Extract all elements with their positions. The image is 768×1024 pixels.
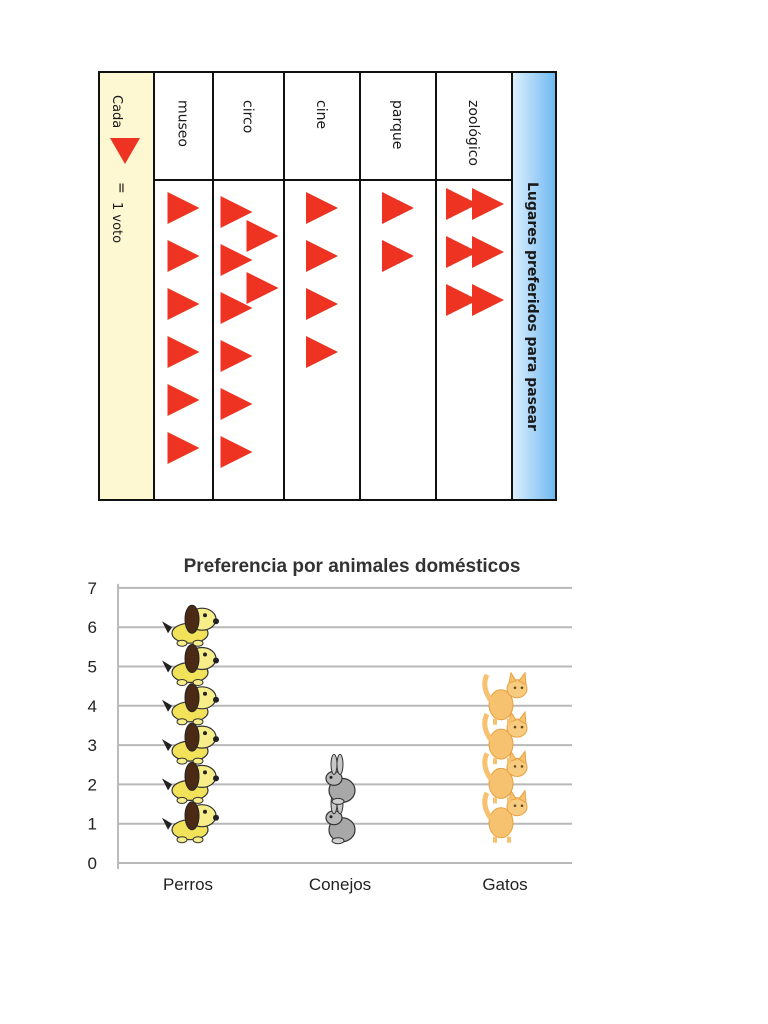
dog-icon: [162, 683, 219, 726]
y-tick-label: 2: [88, 775, 97, 794]
vote-triangle: [306, 240, 338, 272]
cat-icon: [482, 750, 528, 804]
vote-triangle: [306, 288, 338, 320]
rabbit-icon: [325, 753, 356, 805]
vote-triangle: [220, 388, 253, 420]
vote-triangle: [220, 292, 253, 324]
rabbit-icon-stack: [325, 753, 356, 845]
vote-triangle: [167, 288, 200, 320]
vote-triangle: [306, 192, 338, 224]
legend-equals: =: [113, 182, 129, 194]
vote-triangle: [446, 188, 478, 220]
pets-chart-title: Preferencia por animales domésticos: [184, 556, 521, 577]
vote-triangle: [167, 336, 200, 368]
vote-triangle: [446, 236, 478, 268]
dog-icon: [162, 761, 219, 804]
vote-triangle: [220, 196, 253, 228]
x-tick-label: Gatos: [482, 875, 527, 894]
dog-icon: [162, 722, 219, 765]
x-tick-label: Conejos: [309, 875, 371, 894]
vote-triangle: [246, 220, 279, 252]
category-label: circo: [240, 100, 256, 133]
vote-triangle: [167, 432, 200, 464]
vote-triangle: [472, 188, 504, 220]
y-tick-label: 0: [88, 854, 97, 873]
dog-icon: [162, 801, 219, 844]
chart-title: Lugares preferidos para pasear: [524, 182, 540, 431]
header-cell-3: [359, 71, 437, 181]
category-label: parque: [389, 100, 405, 149]
category-label: cine: [313, 100, 329, 129]
legend-prefix: Cada: [109, 95, 124, 128]
vote-triangle: [167, 384, 200, 416]
y-tick-label: 7: [88, 579, 97, 598]
header-cell-4: [435, 71, 513, 181]
vote-triangle: [446, 284, 478, 316]
legend-unit: 1 voto: [109, 202, 124, 243]
vote-triangle: [472, 284, 504, 316]
vote-triangle: [220, 436, 253, 468]
vote-triangle: [382, 192, 414, 224]
header-cell-1: [212, 71, 285, 181]
vote-triangle: [306, 336, 338, 368]
vote-triangle: [167, 240, 200, 272]
cat-icon: [482, 710, 528, 765]
vote-triangle: [167, 192, 200, 224]
category-label: museo: [175, 100, 191, 147]
x-tick-label: Perros: [163, 875, 213, 894]
dog-icon: [162, 644, 219, 686]
y-tick-label: 3: [88, 736, 97, 755]
legend-triangle-icon: [110, 138, 140, 164]
vote-triangle: [220, 340, 253, 372]
category-label: zoológico: [465, 100, 481, 166]
y-tick-label: 1: [88, 815, 97, 834]
title-cell: [511, 71, 557, 501]
dog-icon: [162, 604, 219, 647]
body-cell-4: [435, 179, 513, 501]
dog-icon-stack: [162, 604, 219, 844]
body-cell-2: [283, 179, 361, 501]
vote-triangle: [220, 244, 253, 276]
places-pictogram-chart: museo circo cine parque zoológico Cada = 1 v…: [98, 71, 557, 501]
vote-triangle: [246, 272, 279, 304]
vote-triangle: [382, 240, 414, 272]
vote-triangle: [472, 236, 504, 268]
cat-icon: [482, 671, 528, 725]
y-tick-label: 4: [88, 697, 97, 716]
cat-icon: [482, 789, 528, 843]
y-tick-label: 5: [88, 658, 97, 677]
y-tick-label: 6: [88, 618, 97, 637]
cat-icon-stack: [482, 671, 528, 843]
